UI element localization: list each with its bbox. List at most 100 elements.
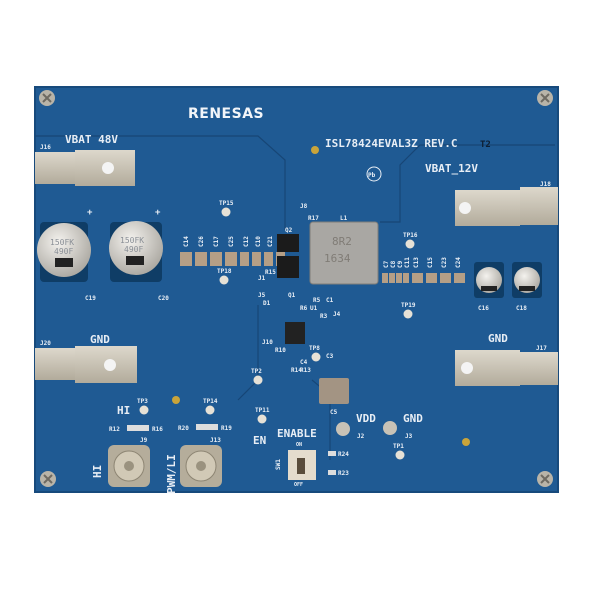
cap-ref-label: C8 — [390, 260, 397, 268]
cap-ref-label: C12 — [243, 236, 250, 247]
cap-ref-label: C10 — [255, 236, 262, 247]
en-label: EN — [253, 434, 266, 447]
vbat48-terminal[interactable] — [35, 150, 135, 186]
j18-ref: J18 — [540, 181, 551, 188]
svg-text:R20: R20 — [178, 425, 189, 432]
capacitor-c25 — [225, 252, 237, 266]
test-point-label: TP8 — [309, 345, 320, 352]
ref-r13: R13 — [300, 367, 311, 374]
mounting-screw-icon — [537, 471, 553, 487]
svg-text:150FK: 150FK — [120, 236, 144, 245]
ref-u1: U1 — [310, 305, 318, 312]
ref-j8: J8 — [300, 203, 308, 210]
svg-text:SW1: SW1 — [275, 459, 282, 470]
cap-ref-label: C9 — [397, 260, 404, 268]
ref-j5: J5 — [258, 292, 266, 299]
capacitor-c19: 150FK 490F C19 — [37, 222, 96, 302]
capacitor-c21 — [264, 252, 273, 266]
inductor-l1: 8R2 1634 L1 — [309, 215, 379, 285]
svg-text:C16: C16 — [478, 305, 489, 312]
capacitor-c11 — [403, 273, 409, 283]
test-point-label: TP1 — [393, 443, 404, 450]
pwm-bnc-connector[interactable] — [180, 445, 222, 487]
ref-r6: R6 — [300, 305, 308, 312]
test-point-tp1[interactable] — [395, 450, 405, 460]
fiducial-icon — [311, 146, 319, 154]
test-point-tp15[interactable] — [221, 207, 231, 217]
capacitor-c18: C18 — [512, 262, 542, 312]
svg-text:J9: J9 — [140, 437, 148, 444]
ref-j10: J10 — [262, 339, 273, 346]
capacitor-c14 — [180, 252, 192, 266]
ref-r5: R5 — [313, 297, 321, 304]
cap-ref-label: C11 — [404, 257, 411, 268]
ref-d1: D1 — [263, 300, 271, 307]
mounting-screw-icon — [537, 90, 553, 106]
svg-text:490F: 490F — [124, 245, 143, 254]
capacitor-c9 — [396, 273, 402, 283]
capacitor-c23 — [440, 273, 451, 283]
ref-r15: R15 — [265, 269, 276, 276]
controller-ic-u1 — [285, 322, 305, 344]
test-point-label: TP18 — [217, 268, 232, 275]
svg-text:J2: J2 — [357, 433, 365, 440]
ref-c3: C3 — [326, 353, 334, 360]
cap-ref-label: C24 — [455, 257, 462, 268]
ref-c4: C4 — [300, 359, 308, 366]
test-point-tp18[interactable] — [219, 275, 229, 285]
cap-ref-label: C21 — [267, 236, 274, 247]
svg-text:C19: C19 — [85, 295, 96, 302]
test-point-label: TP16 — [403, 232, 418, 239]
gnd-right-terminal[interactable] — [455, 350, 558, 386]
pb-free-mark: Pb — [368, 172, 376, 179]
renesas-logo: RENESAS — [188, 106, 264, 122]
hi-bnc-connector[interactable] — [108, 445, 150, 487]
svg-text:C20: C20 — [158, 295, 169, 302]
board-model-label: ISL78424EVAL3Z REV.C — [325, 137, 457, 150]
gnd-left-terminal[interactable] — [35, 346, 137, 383]
test-point-tp11[interactable] — [257, 414, 267, 424]
svg-text:490F: 490F — [54, 247, 73, 256]
capacitor-c7 — [382, 273, 388, 283]
cap-ref-label: C17 — [213, 236, 220, 247]
vbat12-label: VBAT_12V — [425, 162, 478, 175]
test-point-tp3[interactable] — [139, 405, 149, 415]
test-point-tp14[interactable] — [205, 405, 215, 415]
svg-text:J13: J13 — [210, 437, 221, 444]
svg-text:OFF: OFF — [294, 482, 303, 488]
enable-switch[interactable] — [288, 450, 316, 480]
gnd-right-label: GND — [488, 332, 508, 345]
test-point-tp2[interactable] — [253, 375, 263, 385]
vdd-terminal[interactable] — [336, 422, 350, 436]
capacitor-c10 — [252, 252, 261, 266]
svg-text:C18: C18 — [516, 305, 527, 312]
svg-text:ON: ON — [296, 442, 302, 448]
cap-ref-label: C15 — [427, 257, 434, 268]
ref-r14: R14 — [291, 367, 302, 374]
test-point-tp8[interactable] — [311, 352, 321, 362]
copper-trace-outline — [35, 135, 555, 460]
test-point-tp16[interactable] — [405, 239, 415, 249]
capacitor-c26 — [195, 252, 207, 266]
svg-text:R12: R12 — [109, 426, 120, 433]
capacitor-c20: 150FK 490F C20 — [109, 221, 169, 302]
svg-text:R23: R23 — [338, 470, 349, 477]
capacitor-c13 — [412, 273, 423, 283]
fiducial-icon — [462, 438, 470, 446]
test-point-tp19[interactable] — [403, 309, 413, 319]
vbat12-terminal[interactable] — [455, 187, 558, 226]
cap-ref-label: C23 — [441, 257, 448, 268]
capacitor-c17 — [210, 252, 222, 266]
gnd-small-terminal[interactable] — [383, 421, 397, 435]
gnd-small-label: GND — [403, 412, 423, 425]
mosfet-q2 — [277, 234, 299, 252]
capacitor-c8 — [389, 273, 395, 283]
cap-ref-label: C13 — [413, 257, 420, 268]
ref-r3: R3 — [320, 313, 328, 320]
svg-text:L1: L1 — [340, 215, 348, 222]
fiducial-icon — [172, 396, 180, 404]
c5-ref: C5 — [330, 409, 338, 416]
